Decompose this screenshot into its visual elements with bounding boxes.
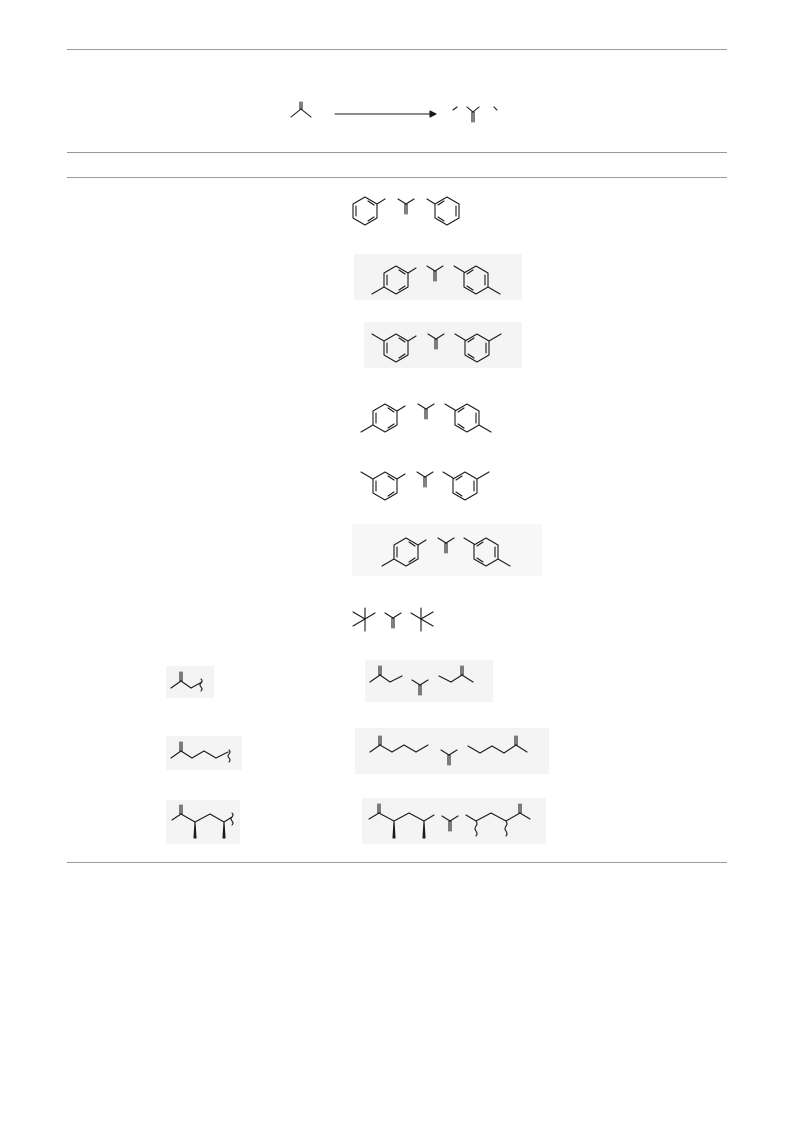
table-row: [362, 798, 546, 844]
alkene-core-icon: [441, 815, 459, 832]
tolyl-ring-icon: [371, 265, 417, 295]
m-tolyl-ring-icon: [454, 333, 502, 363]
table-row: [354, 254, 522, 300]
product-structure-10: [368, 803, 531, 839]
alkene-core-icon: [384, 612, 402, 629]
table-row: [364, 322, 522, 368]
product-structure-4: [360, 403, 492, 433]
product-structure-2: [371, 265, 501, 295]
table-row: [355, 392, 505, 438]
top-rule: [67, 49, 727, 50]
product-structure-1: [352, 196, 460, 226]
alkene-core-icon: [437, 537, 455, 554]
methallyl-fragment-icon: [170, 671, 203, 692]
product-alkene-icon: [452, 106, 498, 123]
tolyl-ring-icon: [463, 537, 511, 567]
product-structure-8: [369, 665, 474, 696]
table-row: [345, 190, 470, 234]
m-tolyl-ring-icon: [360, 471, 406, 501]
r-group-structure-8: [170, 671, 203, 692]
alkene-core-icon: [411, 679, 429, 696]
table-row: [355, 460, 500, 506]
product-structure-7: [352, 607, 434, 632]
alkene-core-icon: [416, 471, 434, 488]
tolyl-ring-icon: [444, 403, 492, 433]
tert-butyl-icon: [410, 607, 434, 632]
reaction-scheme: [280, 92, 510, 140]
m-tolyl-ring-icon: [442, 471, 490, 501]
table-rule-bottom: [67, 862, 727, 863]
methylpentenyl-fragment-icon: [170, 741, 231, 763]
table-row: [345, 600, 440, 638]
product-structure-3: [371, 333, 502, 363]
table-row: [365, 660, 493, 702]
alkene-core-icon: [440, 749, 458, 766]
alkene-core-icon: [426, 265, 444, 282]
reaction-scheme-svg: [290, 101, 498, 123]
alkene-core-icon: [397, 198, 415, 215]
product-structure-5: [360, 471, 490, 501]
reactant-isobutylene-icon: [290, 101, 312, 118]
r-group-structure-10: [171, 804, 234, 839]
alkene-core-icon: [417, 403, 435, 420]
tolyl-ring-icon: [360, 403, 406, 433]
r-group-fragment: [166, 666, 214, 698]
benzyl-ring-icon: [352, 196, 386, 226]
r-group-fragment: [166, 800, 240, 844]
table-row: [355, 728, 549, 774]
tert-butyl-icon: [352, 607, 376, 632]
r-group-structure-9: [170, 741, 231, 763]
m-tolyl-ring-icon: [371, 333, 417, 363]
methallyl-group-icon: [438, 665, 474, 683]
methylpentenyl-group-icon: [369, 735, 429, 753]
product-structure-6: [381, 537, 511, 567]
tolyl-ring-icon: [453, 265, 501, 295]
table-rule-top: [67, 152, 727, 153]
dimethylhexenyl-group-icon: [368, 803, 435, 839]
table-row: [352, 524, 542, 576]
dimethylhexenyl-group-icon: [465, 803, 531, 837]
dimethylhexenyl-fragment-icon: [171, 804, 234, 839]
benzyl-ring-icon: [426, 196, 460, 226]
alkene-core-icon: [427, 333, 445, 350]
product-structure-9: [369, 735, 528, 766]
methylpentenyl-group-icon: [467, 735, 528, 754]
tolyl-ring-icon: [381, 537, 427, 567]
r-group-fragment: [166, 736, 242, 770]
table-rule-header: [67, 177, 727, 178]
methallyl-group-icon: [369, 665, 403, 683]
reaction-arrow-icon: [334, 110, 437, 118]
